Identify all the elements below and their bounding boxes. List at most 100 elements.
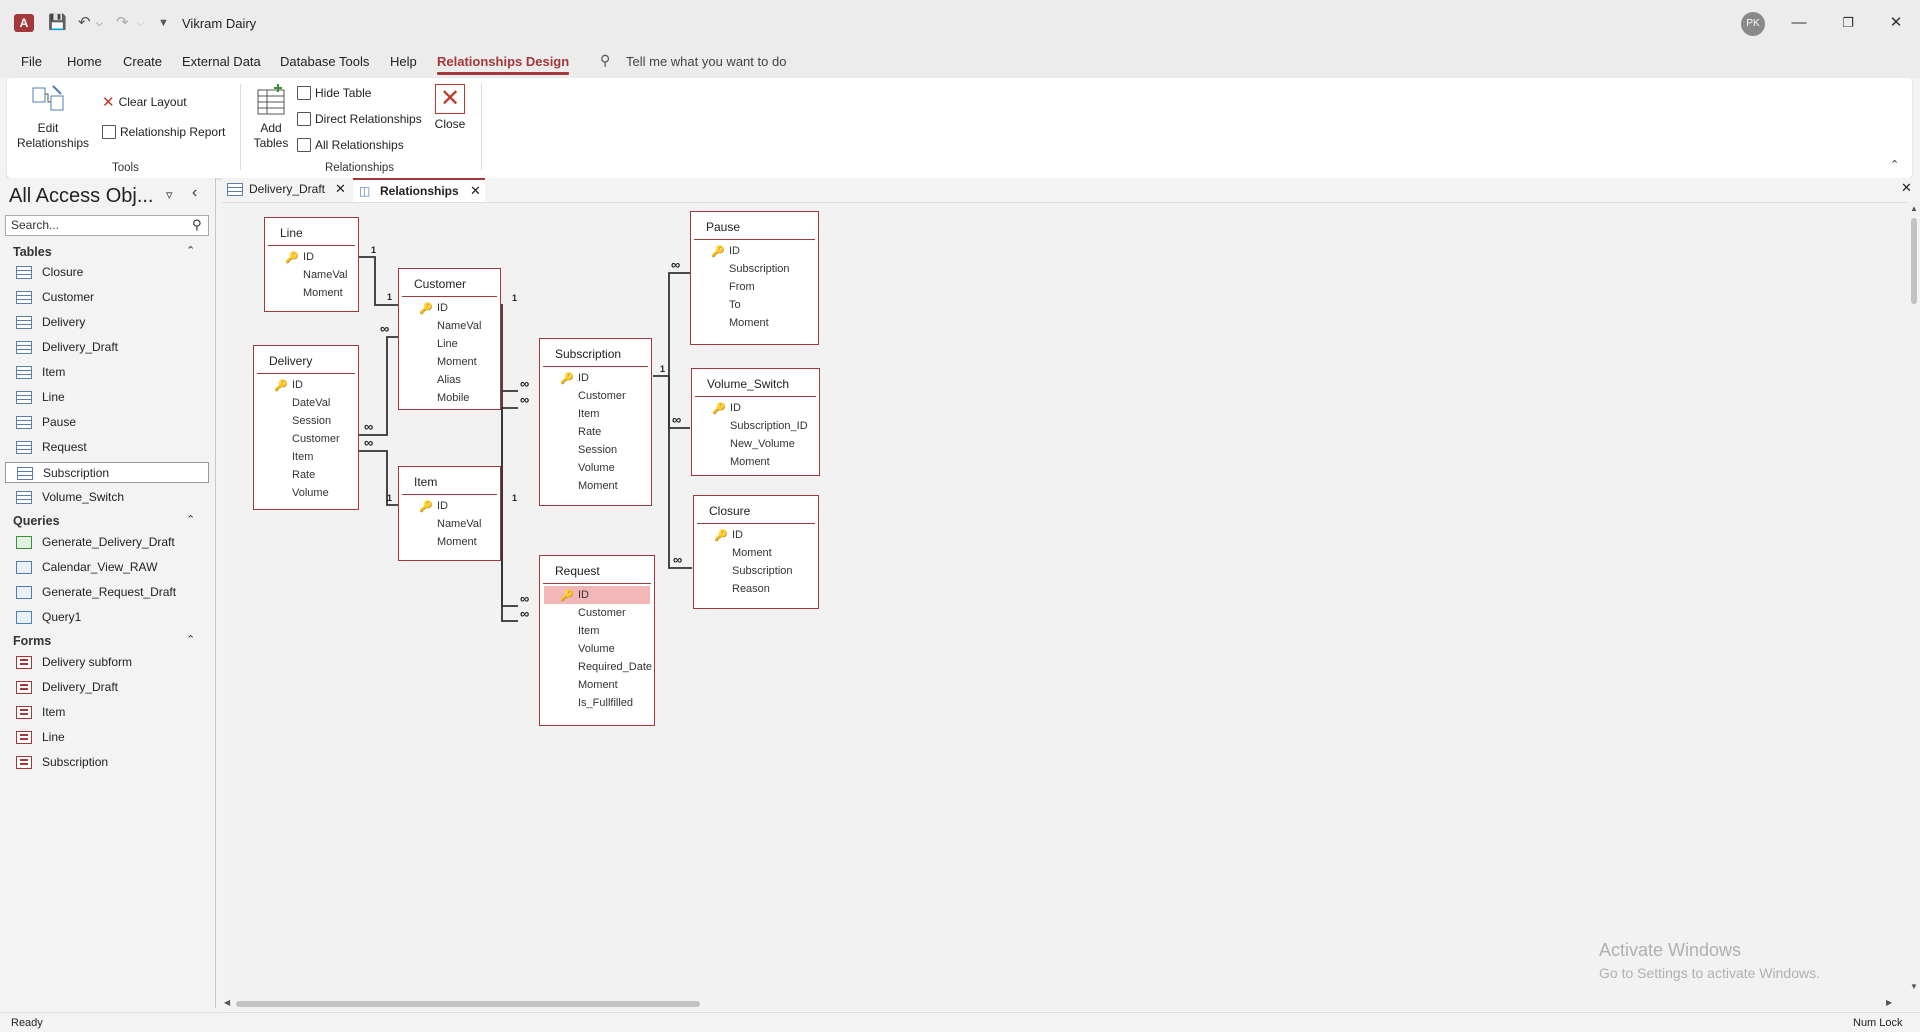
field-row[interactable]: Moment (696, 453, 815, 471)
field-row[interactable]: Item (258, 448, 354, 466)
close-document-icon[interactable]: ✕ (1901, 180, 1912, 195)
field-row[interactable]: Mobile (403, 389, 496, 407)
field-row[interactable]: Volume (544, 640, 650, 658)
nav-table-subscription[interactable]: Subscription (5, 462, 209, 483)
field-row[interactable]: Reason (698, 580, 814, 598)
tab-help[interactable]: Help (390, 54, 417, 69)
customize-qat-icon[interactable]: ▼ (158, 17, 169, 29)
field-row[interactable]: Customer (544, 387, 647, 405)
relationships-canvas[interactable]: 1 1 ∞ ∞ ∞ 1 1 1 ∞ ∞ ∞ ∞ 1 ∞ ∞ ∞ Line 🔑ID… (222, 202, 1907, 997)
field-row[interactable]: 🔑ID (544, 369, 647, 387)
table-title[interactable]: Item (402, 467, 497, 495)
field-row[interactable]: 🔑ID (269, 248, 354, 266)
field-row[interactable]: From (695, 278, 814, 296)
table-title[interactable]: Request (543, 556, 651, 584)
table-line[interactable]: Line 🔑ID NameVal Moment (264, 217, 359, 312)
field-row[interactable]: 🔑ID (696, 399, 815, 417)
table-closure[interactable]: Closure 🔑ID Moment Subscription Reason (693, 495, 819, 609)
field-row[interactable]: Item (544, 622, 650, 640)
table-title[interactable]: Pause (694, 212, 815, 240)
table-customer[interactable]: Customer 🔑ID NameVal Line Moment Alias M… (398, 268, 501, 410)
field-row[interactable]: Session (258, 412, 354, 430)
tab-create[interactable]: Create (123, 54, 163, 69)
field-row[interactable]: Volume (258, 484, 354, 502)
forms-header[interactable]: Forms (13, 634, 52, 648)
close-relationships-button[interactable]: ✕ Close (431, 84, 469, 132)
hide-table-button[interactable]: Hide Table (297, 86, 371, 100)
nav-table-customer[interactable]: Customer (5, 287, 209, 308)
nav-form-delivery-subform[interactable]: Delivery subform (5, 652, 209, 673)
table-title[interactable]: Customer (402, 269, 497, 297)
field-row[interactable]: DateVal (258, 394, 354, 412)
field-row[interactable]: To (695, 296, 814, 314)
table-title[interactable]: Delivery (257, 346, 355, 374)
scroll-right-icon[interactable]: ▶ (1886, 998, 1893, 1007)
nav-title[interactable]: All Access Obj... (9, 185, 154, 207)
table-volume-switch[interactable]: Volume_Switch 🔑ID Subscription_ID New_Vo… (691, 368, 820, 476)
access-app-icon[interactable]: A (14, 14, 34, 32)
field-row[interactable]: Moment (544, 676, 650, 694)
field-row[interactable]: NameVal (403, 515, 496, 533)
field-row[interactable]: New_Volume (696, 435, 815, 453)
horizontal-scroll-thumb[interactable] (236, 1001, 700, 1007)
tab-file[interactable]: File (21, 54, 42, 69)
table-subscription[interactable]: Subscription 🔑ID Customer Item Rate Sess… (539, 338, 652, 506)
search-input[interactable]: Search... (5, 215, 209, 236)
table-title[interactable]: Volume_Switch (695, 369, 816, 397)
tab-relationships-design[interactable]: Relationships Design (437, 54, 570, 75)
field-row[interactable]: Is_Fullfilled (544, 694, 650, 712)
horizontal-scrollbar[interactable]: ◀ ▶ (222, 997, 1920, 1011)
close-tab-icon[interactable]: ✕ (335, 181, 346, 196)
nav-table-closure[interactable]: Closure (5, 262, 209, 283)
field-row[interactable]: Moment (544, 477, 647, 495)
nav-table-delivery[interactable]: Delivery (5, 312, 209, 333)
doc-tab-delivery-draft[interactable]: Delivery_Draft ✕ (222, 178, 352, 202)
tables-header[interactable]: Tables (13, 245, 52, 259)
field-row[interactable]: Subscription (695, 260, 814, 278)
restore-icon[interactable]: ❐ (1842, 15, 1854, 30)
field-row[interactable]: Customer (258, 430, 354, 448)
nav-table-item[interactable]: Item (5, 362, 209, 383)
queries-header[interactable]: Queries (13, 514, 60, 528)
field-row[interactable]: 🔑ID (544, 586, 650, 604)
field-row[interactable]: Rate (544, 423, 647, 441)
nav-form-item[interactable]: Item (5, 702, 209, 723)
scroll-left-icon[interactable]: ◀ (224, 998, 231, 1007)
nav-query-generate-delivery-draft[interactable]: Generate_Delivery_Draft (5, 532, 209, 553)
save-icon[interactable]: 💾 (48, 14, 67, 31)
nav-table-delivery-draft[interactable]: Delivery_Draft (5, 337, 209, 358)
nav-table-pause[interactable]: Pause (5, 412, 209, 433)
edit-relationships-button[interactable]: Edit Relationships (17, 84, 89, 151)
field-row[interactable]: NameVal (269, 266, 354, 284)
chevron-up-icon[interactable]: ⌃ (186, 514, 196, 526)
table-pause[interactable]: Pause 🔑ID Subscription From To Moment (690, 211, 819, 345)
scroll-down-icon[interactable]: ▼ (1910, 982, 1918, 991)
avatar[interactable]: PK (1741, 12, 1765, 36)
nav-form-line[interactable]: Line (5, 727, 209, 748)
tell-me-input[interactable]: Tell me what you want to do (626, 54, 787, 69)
nav-table-request[interactable]: Request (5, 437, 209, 458)
nav-query-calendar-view-raw[interactable]: Calendar_View_RAW (5, 557, 209, 578)
field-row[interactable]: 🔑ID (695, 242, 814, 260)
field-row[interactable]: Moment (403, 533, 496, 551)
collapse-ribbon-icon[interactable]: ⌃ (1890, 159, 1900, 171)
field-row[interactable]: 🔑ID (403, 497, 496, 515)
field-row[interactable]: Line (403, 335, 496, 353)
search-icon[interactable]: ⚲ (192, 217, 202, 232)
vertical-scrollbar[interactable]: ▲ ▼ (1907, 202, 1920, 997)
clear-layout-button[interactable]: ✕ Clear Layout (102, 93, 187, 111)
table-title[interactable]: Closure (697, 496, 815, 524)
shutter-bar-icon[interactable]: ‹ (192, 184, 198, 201)
field-row[interactable]: Session (544, 441, 647, 459)
nav-form-delivery-draft[interactable]: Delivery_Draft (5, 677, 209, 698)
direct-relationships-button[interactable]: Direct Relationships (297, 112, 422, 126)
field-row[interactable]: NameVal (403, 317, 496, 335)
tab-external-data[interactable]: External Data (182, 54, 261, 69)
undo-icon[interactable]: ↶ (78, 14, 91, 31)
field-row[interactable]: Moment (695, 314, 814, 332)
search-icon[interactable]: ⚲ (600, 52, 611, 68)
table-item[interactable]: Item 🔑ID NameVal Moment (398, 466, 501, 561)
field-row[interactable]: Moment (698, 544, 814, 562)
relationship-report-button[interactable]: Relationship Report (102, 125, 225, 139)
tab-database-tools[interactable]: Database Tools (280, 54, 370, 69)
